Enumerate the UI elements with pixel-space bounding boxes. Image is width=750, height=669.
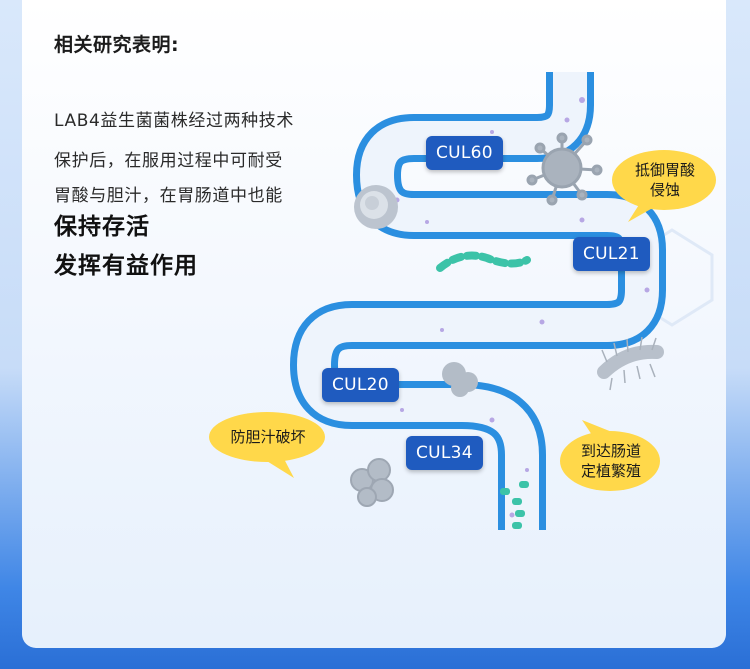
grey-cell-icon	[354, 185, 398, 229]
grey-blob-icon	[442, 362, 478, 397]
bubble-bile-shape	[209, 412, 325, 478]
bubble-colonize-shape	[560, 420, 660, 491]
bubble-colonize-line-1: 到达肠道	[580, 442, 641, 460]
bubble-acid-shape	[612, 150, 716, 222]
body-line-2: 保护后，在服用过程中可耐受	[54, 151, 283, 171]
strain-label-cul21: CUL21	[573, 237, 650, 271]
emphasis-line-1: 保持存活	[54, 214, 150, 240]
intestine-illustration	[209, 72, 716, 530]
bubble-acid-line-2: 侵蚀	[649, 181, 680, 199]
body-line-3: 胃酸与胆汁，在胃肠道中也能	[54, 186, 283, 206]
strain-label-cul60: CUL60	[426, 136, 503, 170]
emphasis-line-2: 发挥有益作用	[54, 253, 198, 279]
bubble-bile: 防胆汁破坏	[230, 428, 306, 446]
intestine-tube	[289, 72, 666, 530]
section-heading: 相关研究表明:	[54, 34, 180, 56]
content-card: 相关研究表明: LAB4益生菌菌株经过两种技术 保护后，在服用过程中可耐受 胃酸…	[22, 0, 726, 648]
bubble-acid: 抵御胃酸 侵蚀	[620, 160, 710, 200]
teal-bacteria-chain-top	[436, 251, 531, 272]
body-line-1: LAB4益生菌菌株经过两种技术	[54, 111, 294, 131]
bubble-colonize: 到达肠道 定植繁殖	[565, 441, 657, 481]
bubble-acid-line-1: 抵御胃酸	[634, 161, 695, 179]
teal-bacteria-chain-bottom	[500, 481, 529, 529]
strain-label-cul34: CUL34	[406, 436, 483, 470]
strain-label-cul20: CUL20	[322, 368, 399, 402]
bacillus-icon	[597, 336, 664, 391]
bubble-colonize-line-2: 定植繁殖	[580, 462, 641, 480]
grey-cluster-icon	[350, 458, 394, 507]
virus-icon	[526, 132, 603, 206]
